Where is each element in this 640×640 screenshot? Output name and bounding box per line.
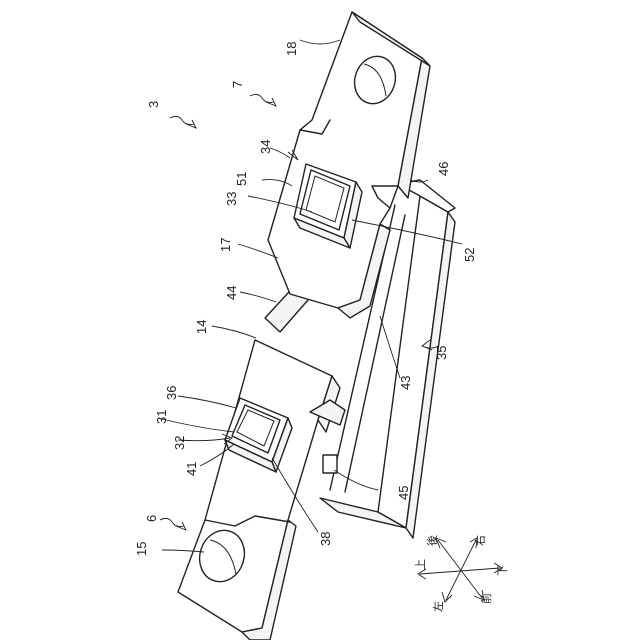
label-31: 31 bbox=[154, 410, 169, 424]
label-6: 6 bbox=[144, 515, 159, 522]
dir-back: 後 bbox=[425, 535, 439, 546]
label-46: 46 bbox=[436, 162, 451, 176]
label-34: 34 bbox=[258, 140, 273, 154]
label-38: 38 bbox=[318, 532, 333, 546]
label-44: 44 bbox=[224, 286, 239, 300]
label-17: 17 bbox=[218, 238, 233, 252]
label-14: 14 bbox=[194, 320, 209, 334]
dir-right: 右 bbox=[473, 535, 487, 546]
label-32: 32 bbox=[172, 436, 187, 450]
label-51: 51 bbox=[234, 172, 249, 186]
terminal-6 bbox=[178, 340, 345, 640]
label-33: 33 bbox=[224, 192, 239, 206]
label-3: 3 bbox=[146, 101, 161, 108]
dir-front: 前 bbox=[479, 593, 493, 604]
terminal-7 bbox=[268, 12, 430, 318]
label-7: 7 bbox=[230, 81, 245, 88]
label-36: 36 bbox=[164, 386, 179, 400]
label-18: 18 bbox=[284, 42, 299, 56]
dir-down: 下 bbox=[497, 565, 509, 576]
label-41: 41 bbox=[184, 462, 199, 476]
label-43: 43 bbox=[398, 376, 413, 390]
label-52: 52 bbox=[462, 248, 477, 262]
dir-left: 左 bbox=[432, 601, 445, 612]
dir-up: 上 bbox=[414, 559, 427, 570]
label-45: 45 bbox=[396, 486, 411, 500]
orientation-compass: 上 下 後 右 左 前 bbox=[414, 535, 509, 612]
label-35: 35 bbox=[434, 346, 449, 360]
label-15: 15 bbox=[134, 542, 149, 556]
